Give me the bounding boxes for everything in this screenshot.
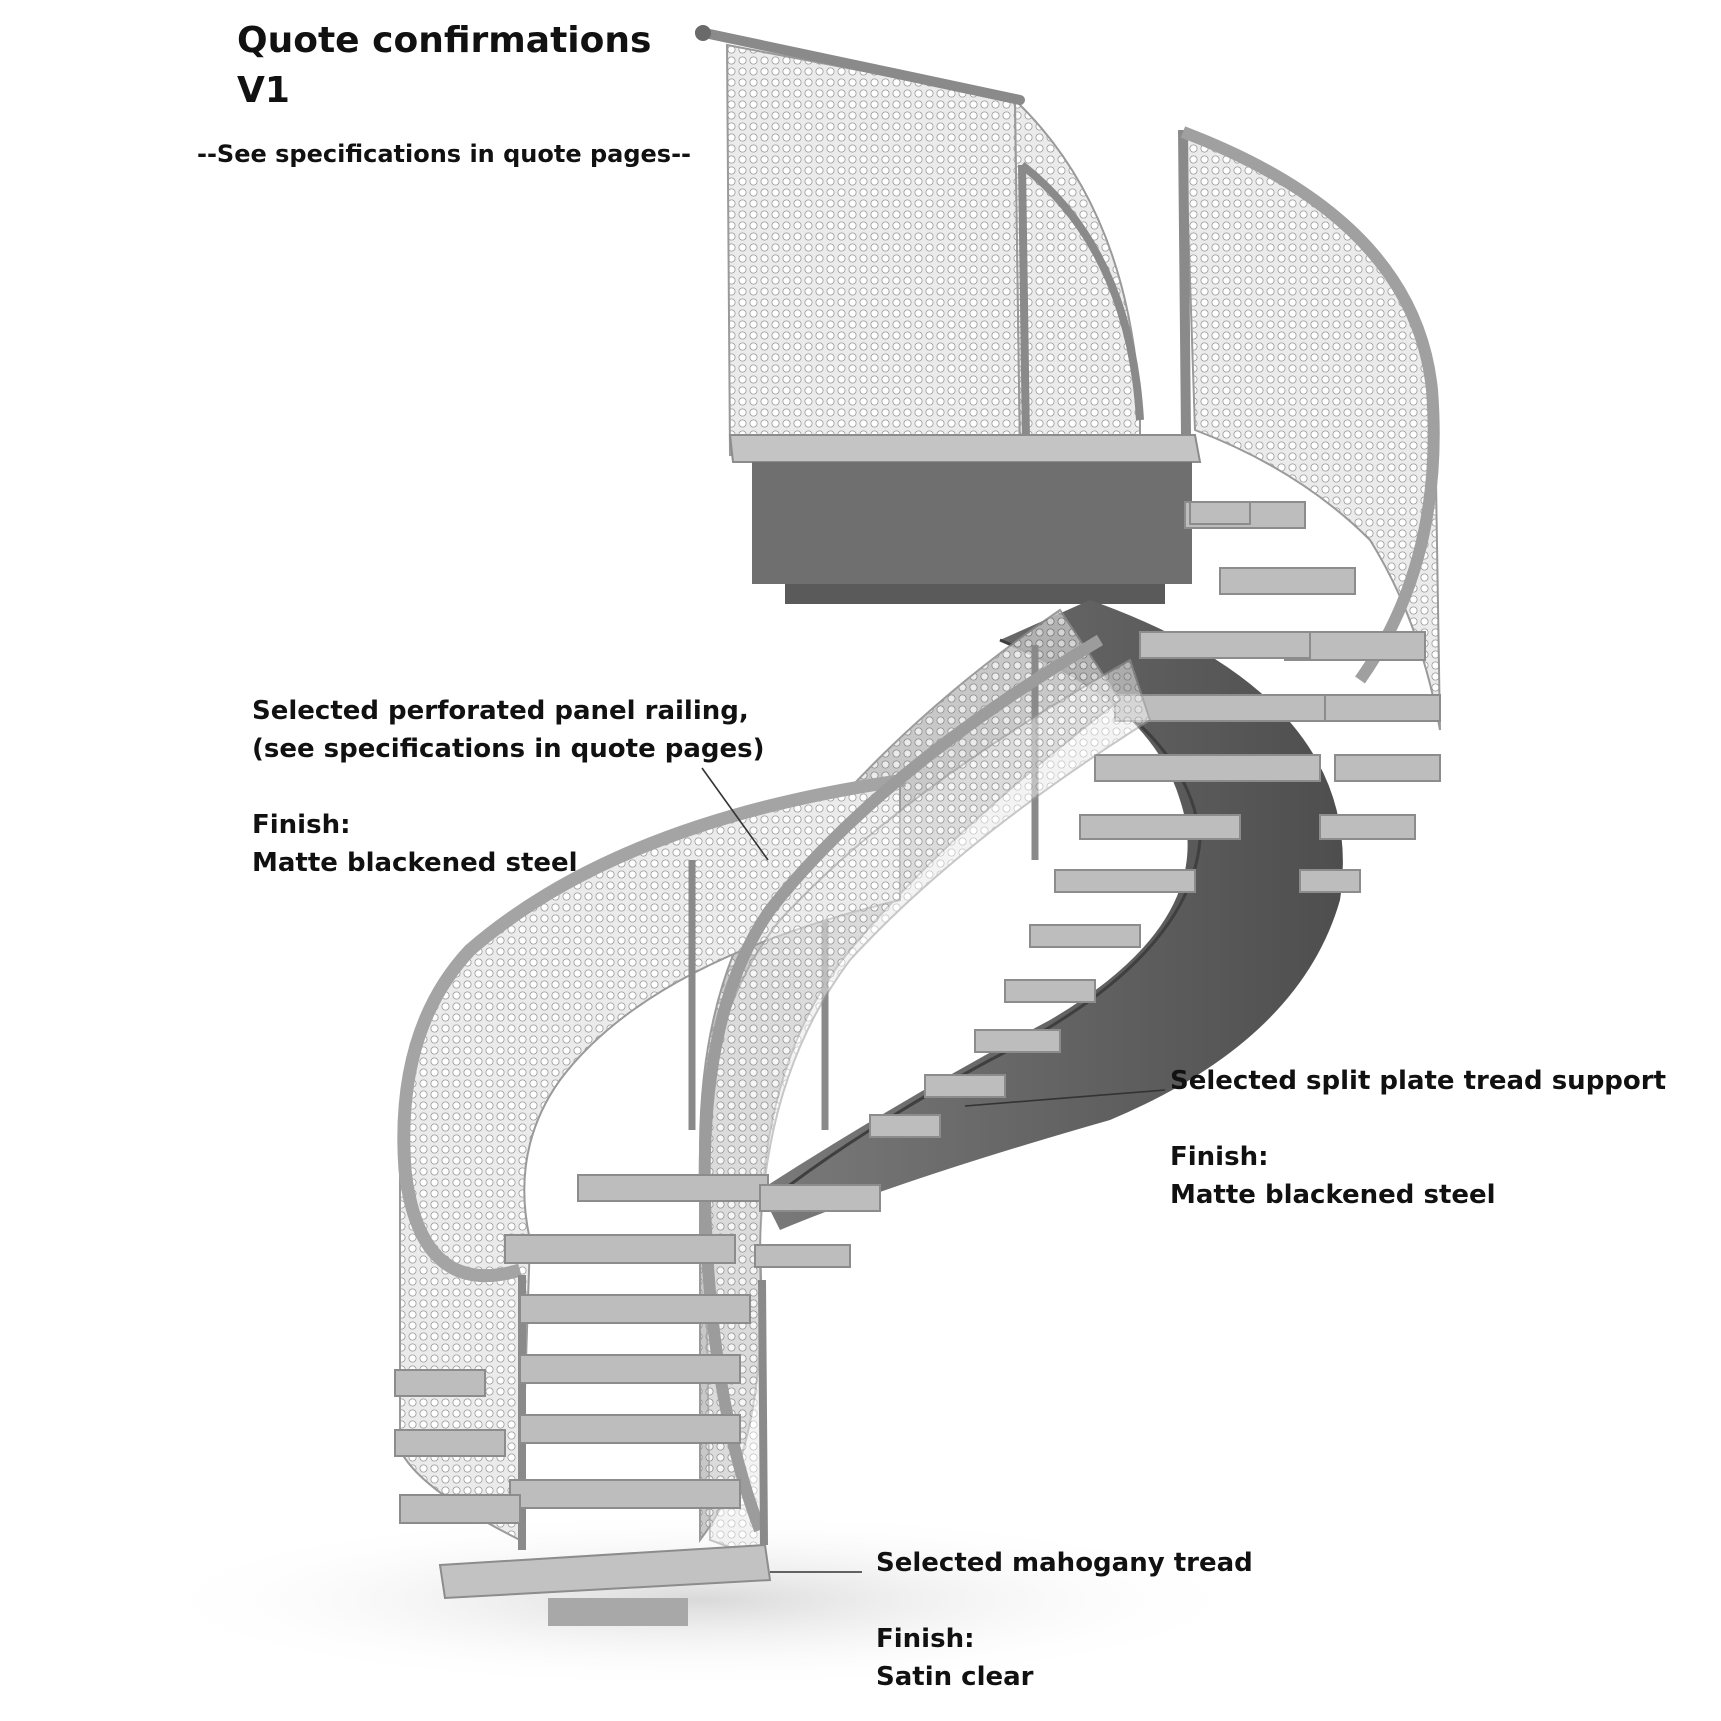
upper-landing — [728, 434, 1202, 604]
callout-railing-finish-value: Matte blackened steel — [252, 848, 578, 878]
bottom-tread — [438, 1543, 772, 1626]
tread — [1054, 869, 1196, 893]
title-line-1: Quote confirmations — [237, 20, 652, 61]
tread — [509, 1479, 741, 1509]
tread — [1004, 979, 1096, 1003]
tread — [1319, 814, 1416, 840]
tread — [394, 1429, 506, 1457]
callout-railing-line1: Selected perforated panel railing, — [252, 696, 749, 726]
railing-leader-line — [701, 767, 769, 861]
callout-railing-line2: (see specifications in quote pages) — [252, 734, 765, 764]
tread — [759, 1184, 881, 1212]
tread — [519, 1414, 741, 1444]
tread — [577, 1174, 769, 1202]
support-leader-line — [964, 1089, 1166, 1107]
callout-tread-finish-label: Finish: — [876, 1624, 975, 1654]
treads-upper — [869, 501, 1441, 1138]
tread — [924, 1074, 1006, 1098]
title-line-2: V1 — [237, 70, 290, 111]
tread — [1094, 754, 1321, 782]
tread — [974, 1029, 1061, 1053]
tread — [1029, 924, 1141, 948]
page-title: Quote confirmations V1 — [237, 16, 651, 116]
tread — [1139, 631, 1311, 659]
landing-railing — [695, 25, 1144, 456]
callout-tread-line1: Selected mahogany tread — [876, 1548, 1253, 1578]
tread — [1079, 814, 1241, 840]
callout-railing: Selected perforated panel railing, (see … — [252, 692, 765, 882]
treads-lower — [394, 1174, 881, 1524]
callout-tread: Selected mahogany tread Finish: Satin cl… — [876, 1544, 1253, 1696]
callout-support-finish-value: Matte blackened steel — [1170, 1180, 1496, 1210]
tread — [1334, 754, 1441, 782]
tread — [1324, 694, 1441, 722]
callout-support-line1: Selected split plate tread support — [1170, 1066, 1667, 1096]
tread — [504, 1234, 736, 1264]
callout-support: Selected split plate tread support Finis… — [1170, 1062, 1666, 1214]
tread — [1189, 501, 1251, 525]
tread — [869, 1114, 941, 1138]
tread — [394, 1369, 486, 1397]
tread — [1299, 869, 1361, 893]
callout-railing-finish-label: Finish: — [252, 810, 351, 840]
callout-support-finish-label: Finish: — [1170, 1142, 1269, 1172]
tread — [1219, 567, 1356, 595]
tread — [519, 1294, 751, 1324]
page-subtitle: --See specifications in quote pages-- — [197, 140, 692, 168]
tread — [754, 1244, 851, 1268]
outer-railing-left — [397, 773, 906, 1550]
tread — [519, 1354, 741, 1384]
outer-railing-right — [1178, 126, 1441, 731]
callout-tread-finish-value: Satin clear — [876, 1662, 1034, 1692]
floor-shadow — [140, 1510, 1260, 1690]
tread — [399, 1494, 521, 1524]
